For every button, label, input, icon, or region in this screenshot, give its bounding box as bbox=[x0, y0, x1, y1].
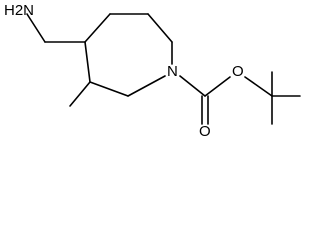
ring-nitrogen-label: N bbox=[167, 63, 178, 80]
bond-carbonyl-ether-o bbox=[204, 76, 231, 97]
bond-methyl bbox=[69, 81, 91, 107]
bond-n-carbonyl bbox=[179, 75, 206, 97]
amine-label: H2N bbox=[4, 2, 34, 19]
bond-ring-c2-c3 bbox=[89, 81, 129, 97]
bond-ring-c6-c7 bbox=[147, 13, 173, 43]
molecule-drawing: H2N N O O bbox=[4, 2, 301, 140]
ether-oxygen-label: O bbox=[232, 63, 244, 80]
bond-ring-n-c2 bbox=[127, 75, 166, 97]
bond-ether-o-tbu bbox=[244, 76, 273, 97]
bond-amine-ch2 bbox=[26, 13, 46, 43]
structure-diagram: H2N N O O bbox=[4, 2, 301, 140]
bond-ring-c3-c4 bbox=[84, 41, 91, 83]
bond-ring-c4-c5 bbox=[84, 13, 111, 43]
carbonyl-oxygen-label: O bbox=[199, 123, 211, 140]
